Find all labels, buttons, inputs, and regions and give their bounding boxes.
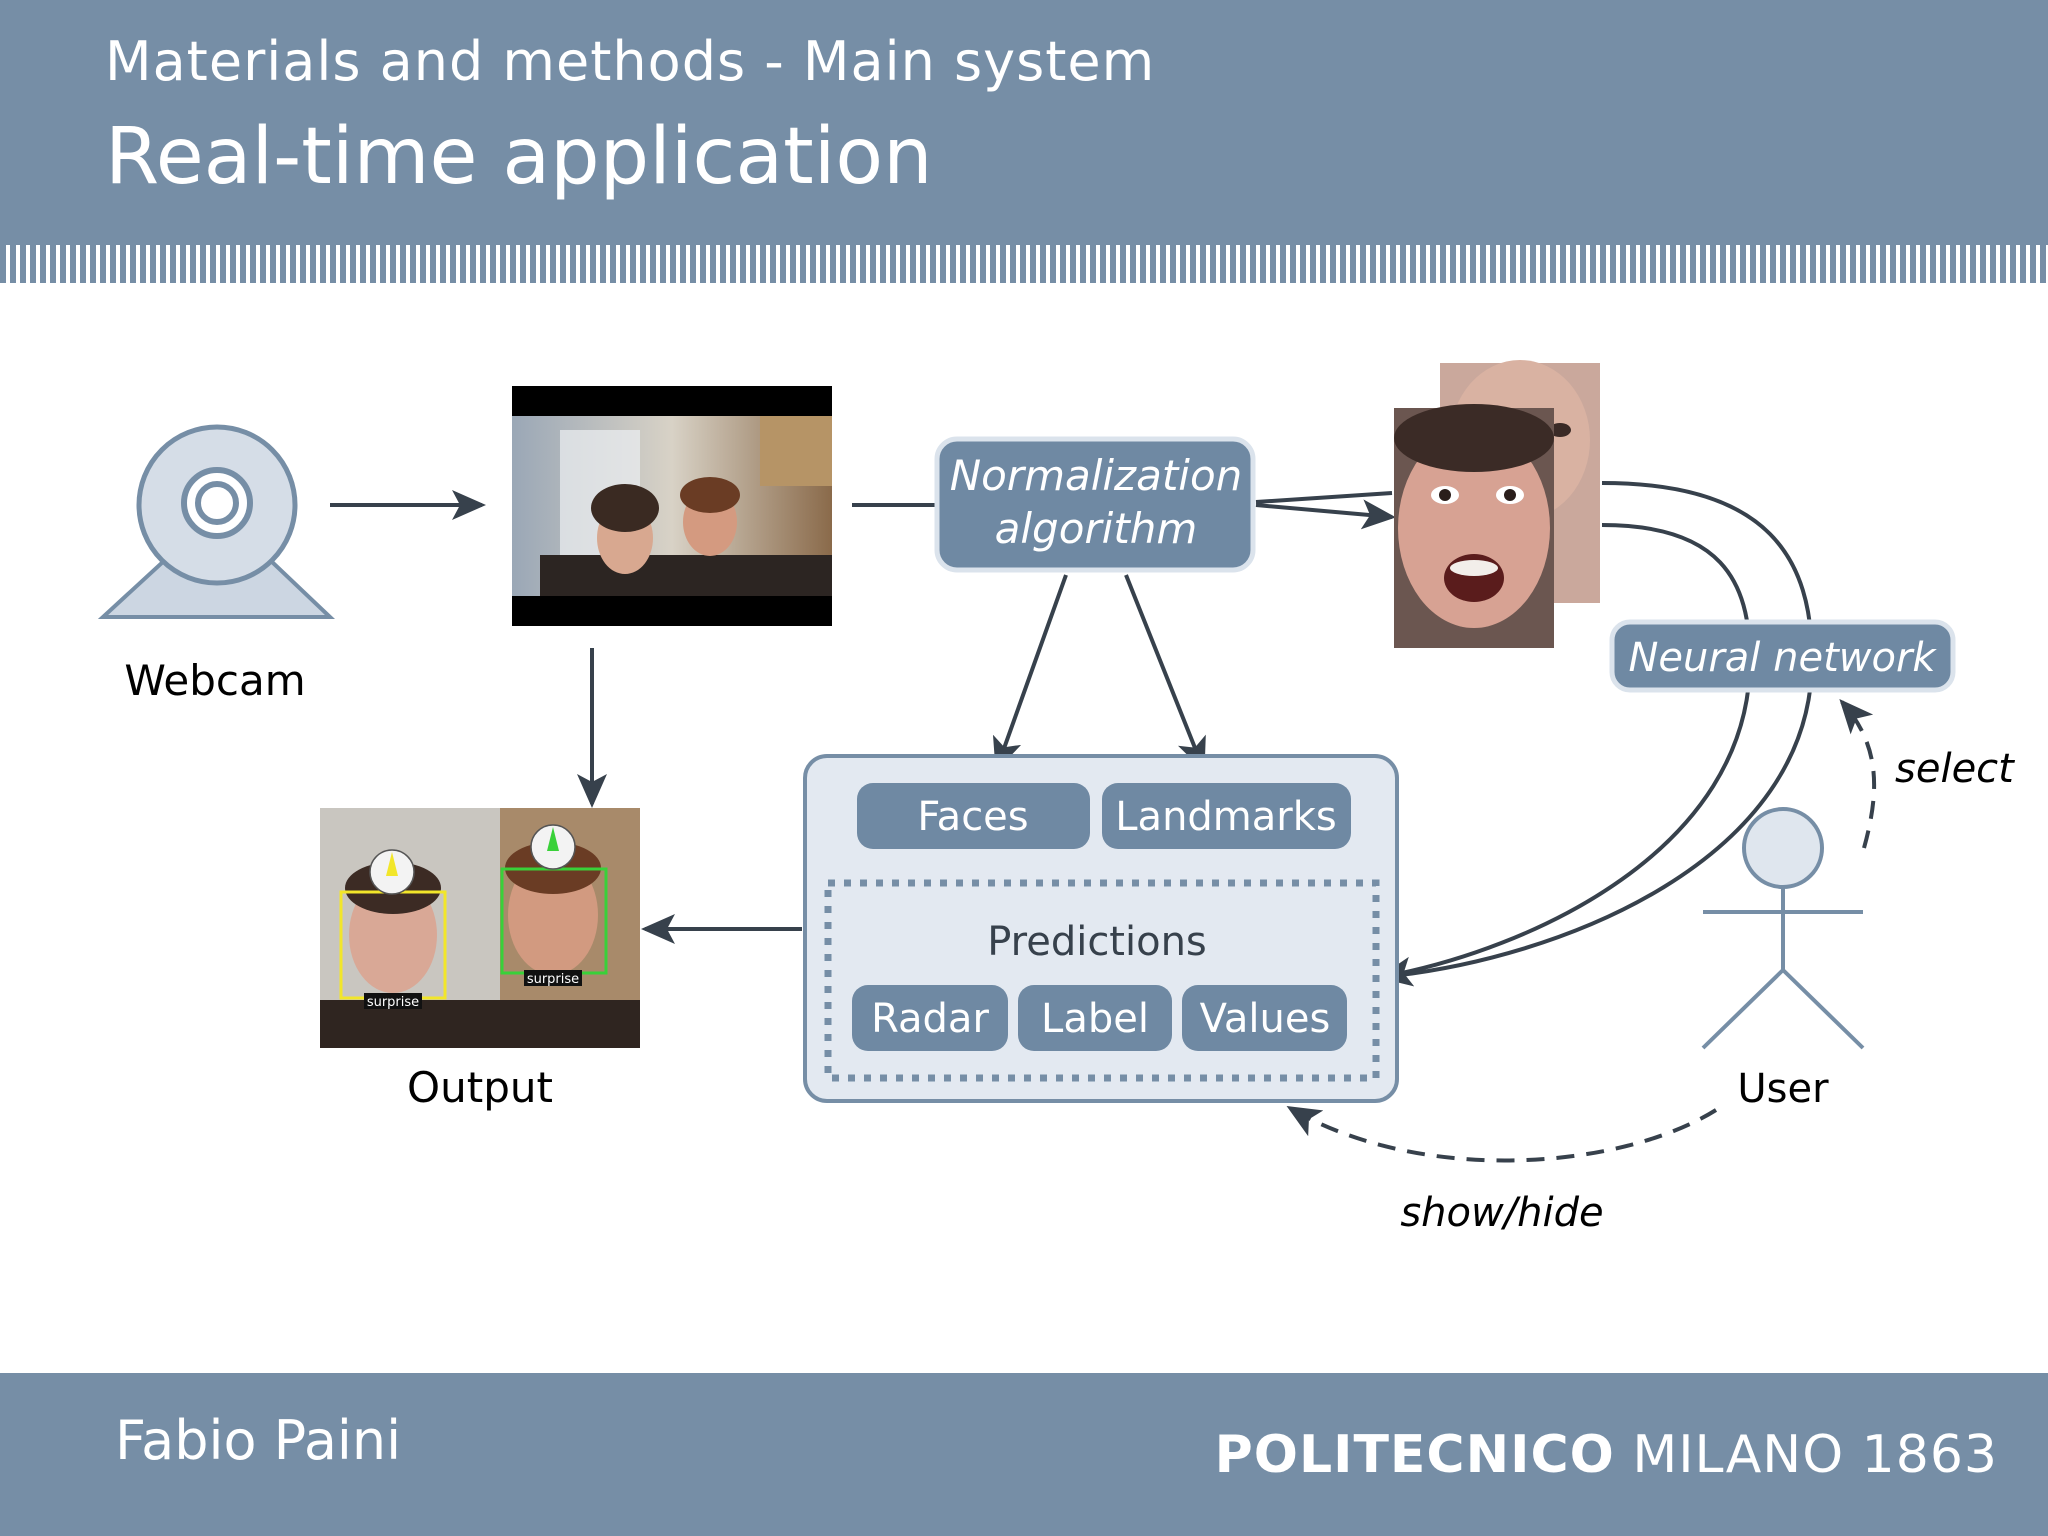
predictions-label: Predictions (987, 919, 1207, 965)
footer-banner: Fabio Paini POLITECNICO MILANO 1863 (0, 1373, 2048, 1536)
output-tag-right: surprise (527, 972, 579, 987)
output-label: Output (407, 1063, 553, 1112)
arrow-normalization-landmarks (1124, 574, 1206, 772)
slide-subtitle: Materials and methods - Main system (105, 30, 1156, 93)
curve-crop-to-predictions-outer (1381, 481, 1815, 979)
radar-node (852, 985, 1008, 1051)
webcam-frame-image (512, 386, 832, 626)
webcam-label: Webcam (124, 656, 305, 705)
header-banner: Materials and methods - Main system Real… (0, 0, 2048, 245)
institution-name-bold: POLITECNICO (1214, 1425, 1615, 1485)
show-hide-label: show/hide (1400, 1190, 1603, 1236)
normalization-label-line2: algorithm (995, 504, 1198, 553)
neural-network-node (1609, 619, 1956, 693)
author-name: Fabio Paini (115, 1409, 402, 1472)
landmarks-label: Landmarks (1115, 794, 1336, 840)
predictions-group (824, 879, 1380, 1082)
landmarks-node (1102, 783, 1351, 849)
arrow-normalization-crop-front (1255, 499, 1396, 530)
tick-strip (0, 245, 2048, 283)
output-tag-left: surprise (367, 995, 419, 1010)
institution-logo-text: POLITECNICO MILANO 1863 (1215, 1425, 1998, 1485)
arrow-normalization-faces (992, 574, 1068, 772)
normalization-node (934, 436, 1256, 573)
user-label: User (1737, 1066, 1829, 1112)
select-label: select (1895, 746, 2015, 792)
webcam-icon (97, 424, 336, 619)
values-label: Values (1200, 996, 1331, 1042)
arrow-normalization-crop-back (1255, 491, 1393, 504)
curve-crop-to-predictions-inner (1378, 523, 1753, 987)
faces-node (857, 783, 1090, 849)
arrow-user-select (1839, 699, 1877, 849)
values-node (1182, 985, 1347, 1051)
label-label: Label (1041, 996, 1149, 1042)
face-crop-front (1394, 404, 1554, 648)
institution-name-rest: MILANO 1863 (1632, 1425, 1998, 1485)
faces-label: Faces (917, 794, 1028, 840)
label-node (1018, 985, 1172, 1051)
output-image (320, 808, 640, 1048)
radar-label: Radar (871, 996, 989, 1042)
arrow-user-showhide (1286, 1105, 1718, 1163)
normalization-label-line1: Normalization (950, 451, 1243, 500)
slide-title: Real-time application (105, 112, 933, 202)
user-icon (1701, 807, 1865, 1050)
neural-network-label: Neural network (1628, 635, 1937, 681)
